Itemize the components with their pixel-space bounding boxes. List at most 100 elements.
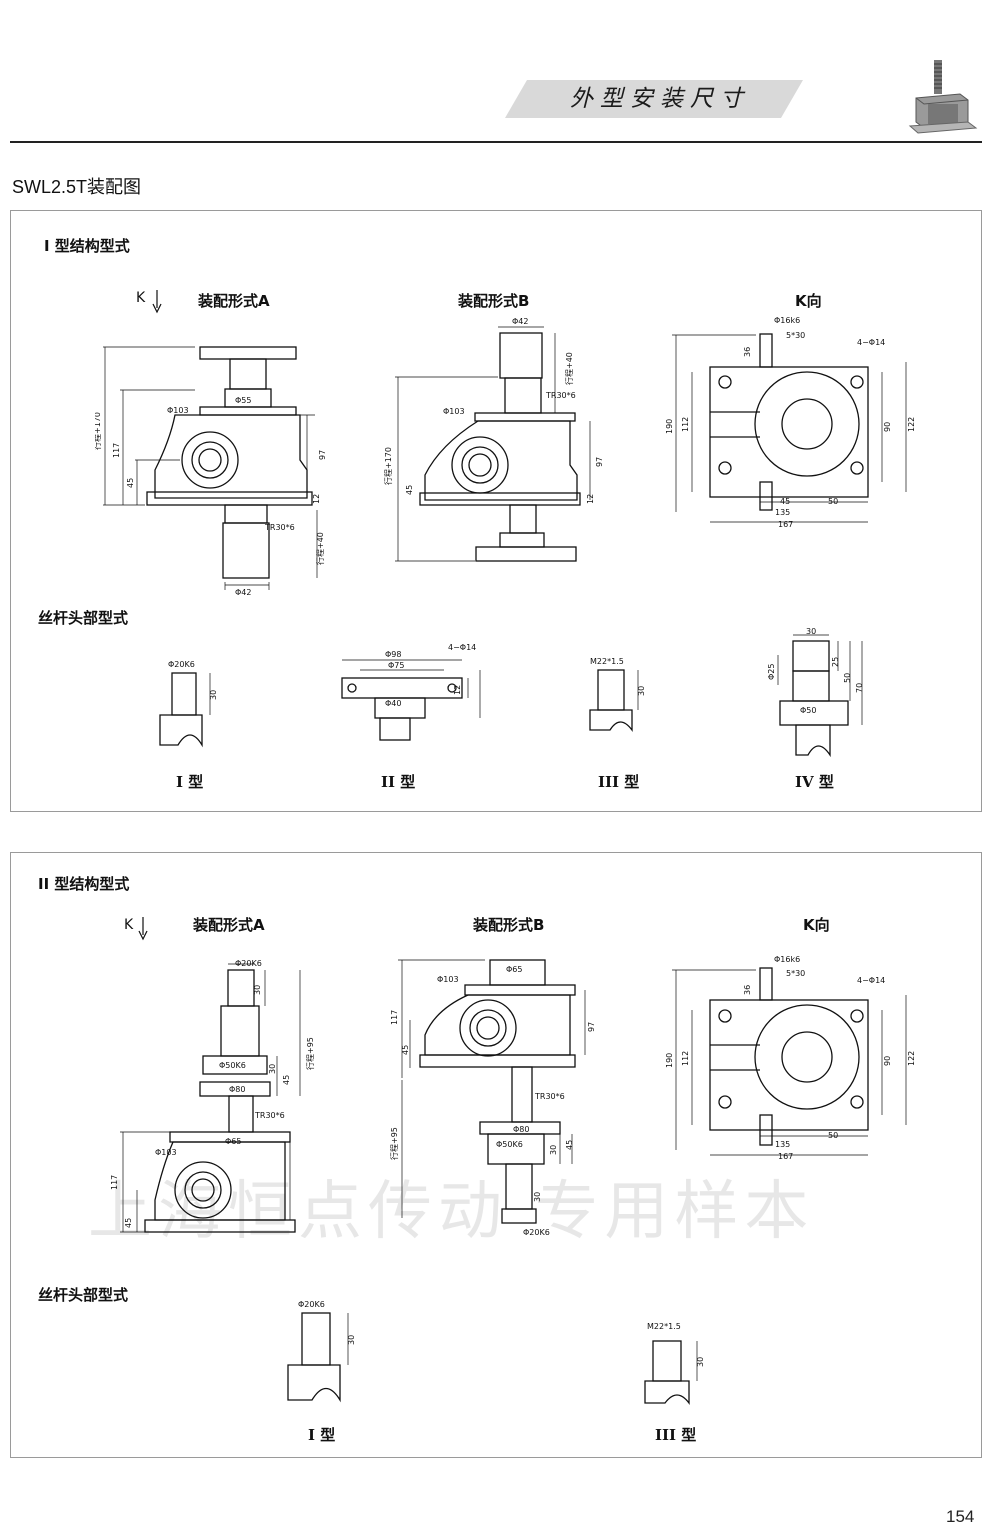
dim-b2-phi50k6: Φ50K6 bbox=[496, 1140, 523, 1149]
dim-iv-30: 30 bbox=[806, 627, 816, 636]
dim-k2-phi16: Φ16k6 bbox=[774, 955, 800, 964]
view-b-drawing-2: Φ65 Φ103 117 45 97 TR30*6 Φ80 Φ50K6 30 4… bbox=[389, 959, 596, 1237]
head-type-ii-drawing: Φ98 Φ75 4−Φ14 Φ40 12 bbox=[341, 643, 481, 741]
dim-tr: TR30*6 bbox=[264, 523, 295, 532]
dim-b2-phi103: Φ103 bbox=[437, 975, 459, 984]
dim-135: 135 bbox=[775, 508, 790, 517]
panel-2-head-heading: 丝杆头部型式 bbox=[38, 1286, 129, 1304]
dim-b2-117: 117 bbox=[390, 1010, 399, 1025]
k-arrow-icon-2 bbox=[138, 917, 148, 941]
dim-head-i-30: 30 bbox=[209, 690, 218, 700]
dim-phi55: Φ55 bbox=[235, 396, 251, 405]
head-type-iv-caption: IV 型 bbox=[795, 773, 834, 791]
dim-k2-112: 112 bbox=[681, 1051, 690, 1066]
head-type-i-drawing: Φ20K6 30 bbox=[159, 660, 218, 748]
dim-k2-holes: 4−Φ14 bbox=[857, 976, 885, 985]
dim-a2-30: 30 bbox=[253, 985, 262, 995]
dim-b-stroke40: 行程+40 bbox=[564, 352, 574, 385]
dim-k2-135: 135 bbox=[775, 1140, 790, 1149]
dim-97: 97 bbox=[318, 450, 327, 460]
view-b-title: 装配形式B bbox=[458, 292, 530, 310]
dim-a2-phi103: Φ103 bbox=[155, 1148, 177, 1157]
dim-k2-122: 122 bbox=[907, 1051, 916, 1066]
dim-ii-12: 12 bbox=[453, 685, 462, 695]
watermark-text: 上海恒点传动 专用样本 bbox=[88, 1175, 815, 1249]
dim-b2-45: 45 bbox=[401, 1045, 410, 1055]
dim-k2-90: 90 bbox=[883, 1056, 892, 1066]
dim-stroke170: 行程+170 bbox=[95, 412, 102, 450]
dim-a2-30b: 30 bbox=[268, 1064, 277, 1074]
dim-phi75: Φ75 bbox=[388, 661, 404, 670]
dim-b-45: 45 bbox=[405, 485, 414, 495]
dim-b2-30b: 30 bbox=[533, 1192, 542, 1202]
dim-b2-45b: 45 bbox=[565, 1140, 574, 1150]
view-a-drawing-2: Φ20K6 30 Φ50K6 30 45 行程+95 Φ80 TR30*6 Φ6… bbox=[110, 959, 315, 1233]
dim-112: 112 bbox=[681, 417, 690, 432]
view-b-title-2: 装配形式B bbox=[473, 916, 545, 934]
section-title: SWL2.5T装配图 bbox=[12, 177, 142, 197]
dim-phi98: Φ98 bbox=[385, 650, 401, 659]
dim-45-k: 45 bbox=[780, 497, 790, 506]
head-type-i-caption: I 型 bbox=[176, 773, 204, 791]
view-a-title-2: 装配形式A bbox=[193, 916, 265, 934]
dim-h2-m22: M22*1.5 bbox=[647, 1322, 681, 1331]
dim-a2-117: 117 bbox=[110, 1175, 119, 1190]
dim-k2-key: 5*30 bbox=[786, 969, 805, 978]
dim-70: 70 bbox=[855, 683, 864, 693]
panel-2-heading: II 型结构型式 bbox=[38, 875, 130, 893]
dim-167: 167 bbox=[778, 520, 793, 529]
view-a-title: 装配形式A bbox=[198, 292, 270, 310]
dim-key: 5*30 bbox=[786, 331, 805, 340]
dim-b-tr: TR30*6 bbox=[545, 391, 576, 400]
page-number: 154 bbox=[946, 1507, 975, 1526]
dim-b2-97: 97 bbox=[587, 1022, 596, 1032]
dim-head-i-phi20: Φ20K6 bbox=[168, 660, 195, 669]
dim-phi103: Φ103 bbox=[167, 406, 189, 415]
dim-phi40: Φ40 bbox=[385, 699, 401, 708]
dim-b2-stroke95: 行程+95 bbox=[389, 1127, 399, 1160]
dim-stroke40: 行程+40 bbox=[315, 532, 325, 565]
head-type-iii-caption: III 型 bbox=[598, 773, 640, 791]
dim-b-97: 97 bbox=[595, 457, 604, 467]
head-type-iii-drawing-2: M22*1.5 30 bbox=[644, 1322, 705, 1405]
dim-117: 117 bbox=[112, 443, 121, 458]
dim-a2-phi65: Φ65 bbox=[225, 1137, 241, 1146]
page-header-title: 外型安装尺寸 bbox=[570, 86, 750, 112]
dim-iii-30: 30 bbox=[637, 686, 646, 696]
head-type-i-drawing-2: Φ20K6 30 bbox=[287, 1300, 356, 1403]
dim-90: 90 bbox=[883, 422, 892, 432]
head-type-iv-drawing: 30 Φ25 25 50 70 Φ50 bbox=[767, 627, 864, 757]
k-arrow-label: K bbox=[136, 290, 146, 306]
dim-h2-30b: 30 bbox=[696, 1357, 705, 1367]
dim-phi16: Φ16k6 bbox=[774, 316, 800, 325]
dim-a2-stroke95: 行程+95 bbox=[305, 1037, 315, 1070]
dim-b-12: 12 bbox=[586, 494, 595, 504]
dim-a2-phi20: Φ20K6 bbox=[235, 959, 262, 968]
dim-phi25: Φ25 bbox=[767, 664, 776, 680]
header-divider bbox=[10, 141, 982, 143]
dim-k2-190: 190 bbox=[665, 1053, 674, 1068]
dim-h2-phi20: Φ20K6 bbox=[298, 1300, 325, 1309]
dim-a2-phi50k6: Φ50K6 bbox=[219, 1061, 246, 1070]
dim-a2-phi80: Φ80 bbox=[229, 1085, 245, 1094]
dim-b2-phi20: Φ20K6 bbox=[523, 1228, 550, 1237]
dim-50: 50 bbox=[843, 673, 852, 683]
view-b-drawing: Φ42 行程+40 TR30*6 Φ103 行程+170 45 97 12 bbox=[383, 317, 604, 562]
k-arrow-label-2: K bbox=[124, 917, 134, 933]
dim-b2-phi80: Φ80 bbox=[513, 1125, 529, 1134]
dim-k2-167: 167 bbox=[778, 1152, 793, 1161]
dim-h2-30: 30 bbox=[347, 1335, 356, 1345]
view-k-title-2: K向 bbox=[803, 916, 830, 934]
dim-phi50: Φ50 bbox=[800, 706, 816, 715]
dim-a2-45: 45 bbox=[282, 1075, 291, 1085]
dim-b2-30: 30 bbox=[549, 1145, 558, 1155]
dim-holes: 4−Φ14 bbox=[857, 338, 885, 347]
dim-122: 122 bbox=[907, 417, 916, 432]
dim-ii-holes: 4−Φ14 bbox=[448, 643, 476, 652]
k-arrow-icon bbox=[152, 290, 162, 314]
head-type-iii-caption-2: III 型 bbox=[655, 1426, 697, 1444]
panel-1-heading: I 型结构型式 bbox=[44, 237, 130, 255]
dim-25: 25 bbox=[831, 657, 840, 667]
dim-45: 45 bbox=[126, 478, 135, 488]
panel-1-head-heading: 丝杆头部型式 bbox=[38, 609, 129, 627]
